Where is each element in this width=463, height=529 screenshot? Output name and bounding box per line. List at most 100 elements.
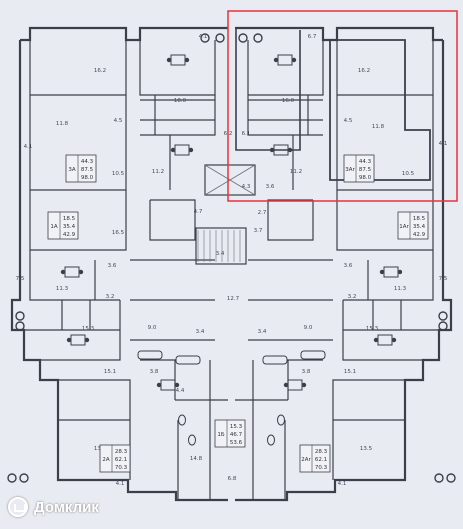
- chair-icon: [156, 382, 162, 388]
- apartment-area-value: 18.5: [63, 216, 76, 222]
- room-area-label: 18.0: [174, 98, 187, 104]
- chair-icon: [174, 382, 180, 388]
- apartment-rooms-label: 2A: [102, 457, 109, 463]
- toilet-icon: [178, 414, 186, 426]
- wall-segment-right: [336, 190, 434, 251]
- room-area-label: 3.4: [216, 251, 225, 257]
- room-area-label: 7.5: [439, 276, 448, 282]
- vent-icon: [238, 33, 248, 43]
- room-area-label: 16.2: [358, 68, 370, 74]
- wall-segment-right: [247, 95, 323, 136]
- chair-icon: [283, 382, 289, 388]
- wall-segment-right: [336, 95, 434, 191]
- apartment-area-value: 62.1: [115, 457, 127, 463]
- apartment-area-value: 28.3: [315, 449, 328, 455]
- apartment-area-value: 35.4: [413, 224, 426, 230]
- apartment-rooms-label: 3Ar: [345, 167, 355, 173]
- vent-icon: [15, 311, 25, 321]
- wall-segment-left: [29, 190, 127, 251]
- room-area-label: 4.7: [194, 209, 203, 215]
- apartment-area-value: 35.4: [63, 224, 76, 230]
- vent-icon: [200, 33, 210, 43]
- bathtub-icon: [175, 355, 201, 365]
- bathtub-icon: [262, 355, 288, 365]
- room-area-label: 9.0: [148, 325, 157, 331]
- room-area-label: 16.0: [282, 98, 295, 104]
- room-area-label: 4.1: [24, 144, 33, 150]
- room-area-label: 9.0: [304, 325, 313, 331]
- vent-icon: [434, 473, 444, 483]
- wall-segment-left: [29, 95, 127, 191]
- chair-icon: [166, 57, 172, 63]
- apartment-rooms-label: 1Б: [217, 432, 224, 438]
- chair-icon: [373, 337, 379, 343]
- room-area-label: 16.5: [112, 230, 125, 236]
- fixtures: [7, 33, 456, 483]
- wall-segment-left: [140, 95, 216, 136]
- chair-icon: [84, 337, 90, 343]
- vent-icon: [446, 473, 456, 483]
- apartment-area-value: 70.3: [115, 465, 128, 471]
- room-area-label: 15.1: [344, 369, 356, 375]
- room-area-label: 13.5: [360, 446, 373, 452]
- chair-icon: [78, 269, 84, 275]
- room-area-label: 11.8: [56, 121, 69, 127]
- vent-icon: [438, 321, 448, 331]
- room-area-label: 4.1: [116, 481, 125, 487]
- wall-segment-left: [10, 40, 228, 502]
- chair-icon: [188, 147, 194, 153]
- room-area-label: 7.5: [16, 276, 25, 282]
- room-area-label: 14.8: [190, 456, 203, 462]
- vent-icon: [19, 473, 29, 483]
- room-area-label: 2.7: [258, 210, 267, 216]
- wall-segment-right: [235, 40, 453, 502]
- room-area-label: 15.1: [104, 369, 116, 375]
- highlighted-unit-walls: [329, 39, 431, 181]
- room-area-label: 3.2: [348, 294, 357, 300]
- wall-segment-right: [342, 330, 423, 361]
- wall-segment-right: [342, 300, 439, 331]
- wall-segment-left: [24, 300, 121, 331]
- apartment-legend-box: [214, 419, 246, 448]
- wall-segment-right: [247, 40, 324, 96]
- wall-segment-left: [29, 250, 120, 301]
- apartment-area-value: 18.5: [413, 216, 426, 222]
- room-area-label: 16.2: [94, 68, 106, 74]
- apartment-rooms-label: 2Ar: [301, 457, 311, 463]
- dining-table-icon: [277, 54, 293, 66]
- apartment-area-value: 87.5: [359, 167, 372, 173]
- vent-icon: [253, 33, 263, 43]
- room-area-label: 11.2: [152, 169, 164, 175]
- apartment-area-value: 87.5: [81, 167, 94, 173]
- dining-table-icon: [64, 266, 80, 278]
- room-area-label: 3.4: [196, 329, 205, 335]
- room-area-label: 11.8: [372, 124, 385, 130]
- dining-table-icon: [174, 144, 190, 156]
- room-area-label: 4.4: [176, 388, 185, 394]
- wall-segment-left: [139, 40, 216, 96]
- apartment-area-value: 98.0: [359, 175, 372, 181]
- vent-icon: [438, 311, 448, 321]
- room-area-label: 3.6: [266, 184, 275, 190]
- apartment-rooms-label: 1Ar: [399, 224, 409, 230]
- room-area-label: 10.5: [112, 171, 125, 177]
- room-area-label: 6.8: [228, 476, 237, 482]
- stairwell: [195, 227, 247, 265]
- room-area-label: 3.6: [108, 263, 117, 269]
- dining-table-icon: [383, 266, 399, 278]
- chair-icon: [60, 269, 66, 275]
- dining-table-icon: [377, 334, 393, 346]
- chair-icon: [269, 147, 275, 153]
- room-area-label: 3.7: [254, 228, 263, 234]
- toilet-icon: [277, 414, 285, 426]
- room-area-label: 12.7: [227, 296, 240, 302]
- domclick-logo-icon: [8, 497, 28, 517]
- elevator-cross: [204, 164, 256, 196]
- apartment-legend-box: [99, 444, 131, 473]
- chair-icon: [273, 57, 279, 63]
